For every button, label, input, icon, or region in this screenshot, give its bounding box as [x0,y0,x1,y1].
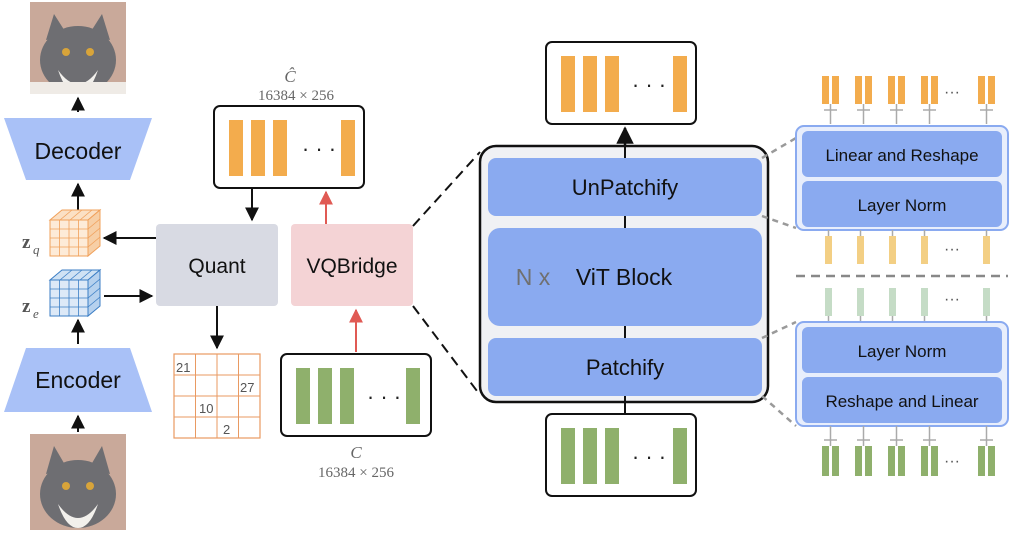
grid-cell-value: 27 [240,380,254,395]
token-bar [889,288,896,316]
c-label: C 16384 × 256 [318,443,394,481]
cat-image-top [30,2,126,94]
c-dimensions: 16384 × 256 [318,465,394,481]
c-ellipsis: · · · [367,384,401,409]
c-symbol: C [350,443,362,462]
zoom-line-bottom [412,305,481,396]
layer-norm-bottom-label: Layer Norm [858,342,947,361]
token-bar [832,446,839,476]
zq-cube [48,208,102,258]
decoder-label: Decoder [35,138,122,164]
unpatchify-block: UnPatchify [488,158,762,216]
encoder-block: Encoder [4,348,152,412]
token-bar [988,446,995,476]
encoder-label: Encoder [35,367,121,393]
connector-unpatchify-top [761,136,797,160]
ze-label: z e [22,296,39,321]
patchify-input-tokens [822,426,995,476]
patchify-detail: Layer Norm Reshape and Linear [795,321,1009,427]
mid-orange-ellipsis: ··· [944,241,960,258]
token-bar [898,446,905,476]
token-bar [857,288,864,316]
unpatchify-output-tokens [822,76,995,124]
zq-subscript: q [33,242,40,257]
token-bar [921,76,928,104]
token-bar [825,288,832,316]
c-hat-codebook: · · · [213,105,365,189]
zq-label: z q [22,232,40,257]
vit-block: N x ViT Block [488,228,762,326]
token-bar [921,446,928,476]
token-bar [978,76,985,104]
patchify-output-tokens [825,288,990,322]
code-index-grid: 21 27 10 2 [173,353,261,439]
token-bar [865,76,872,104]
zq-symbol: z [22,232,31,253]
ze-subscript: e [33,306,39,321]
zoom-line-top [412,151,481,227]
reshape-linear-label: Reshape and Linear [825,392,978,411]
c-hat-dimensions: 16384 × 256 [258,88,334,104]
token-bar [988,76,995,104]
quant-block: Quant [156,224,278,306]
token-bar [865,446,872,476]
token-bar [825,236,832,264]
patchify-block: Patchify [488,338,762,396]
output-codebook: · · · [545,41,697,125]
token-bar [822,446,829,476]
connector-patchify-bottom [761,395,797,427]
token-bar [898,76,905,104]
token-bar [822,76,829,104]
c-hat-symbol: Ĉ [284,67,296,86]
token-bar [983,288,990,316]
output-ellipsis: · · · [632,72,666,97]
input-codebook: · · · [545,413,697,497]
token-bar [857,236,864,264]
vit-block-label: ViT Block [576,264,673,290]
unpatchify-input-tokens [825,230,990,264]
token-bar [931,76,938,104]
grid-cell-value: 2 [223,422,230,437]
ze-cube [48,268,102,318]
vit-repeat-label: N x [516,264,551,290]
c-hat-ellipsis: · · · [302,136,336,161]
grid-cell-value: 21 [176,360,190,375]
token-bar [978,446,985,476]
layer-norm-top-label: Layer Norm [858,196,947,215]
ze-symbol: z [22,296,31,317]
token-bar [921,236,928,264]
vqbridge-block: VQBridge [291,224,413,306]
quant-label: Quant [188,255,245,278]
mid-green-ellipsis: ··· [944,291,960,308]
grid-cell-value: 10 [199,401,213,416]
top-tokens-ellipsis: ··· [944,84,960,101]
token-bar [921,288,928,316]
cat-image-bottom [30,434,126,530]
token-bar [888,446,895,476]
patchify-label: Patchify [586,355,664,380]
bottom-tokens-ellipsis: ··· [944,453,960,470]
token-bar [832,76,839,104]
c-codebook: · · · [280,353,432,437]
token-bar [855,446,862,476]
input-ellipsis: · · · [632,444,666,469]
c-hat-label: Ĉ 16384 × 256 [258,67,334,104]
unpatchify-label: UnPatchify [572,175,678,200]
token-bar [889,236,896,264]
vqbridge-detail-frame: UnPatchify N x ViT Block Patchify [478,144,770,404]
unpatchify-detail: Linear and Reshape Layer Norm [795,125,1009,231]
decoder-block: Decoder [4,118,152,180]
vqbridge-label: VQBridge [306,255,397,278]
token-bar [983,236,990,264]
linear-reshape-label: Linear and Reshape [825,146,978,165]
token-bar [931,446,938,476]
token-bar [888,76,895,104]
token-bar [855,76,862,104]
